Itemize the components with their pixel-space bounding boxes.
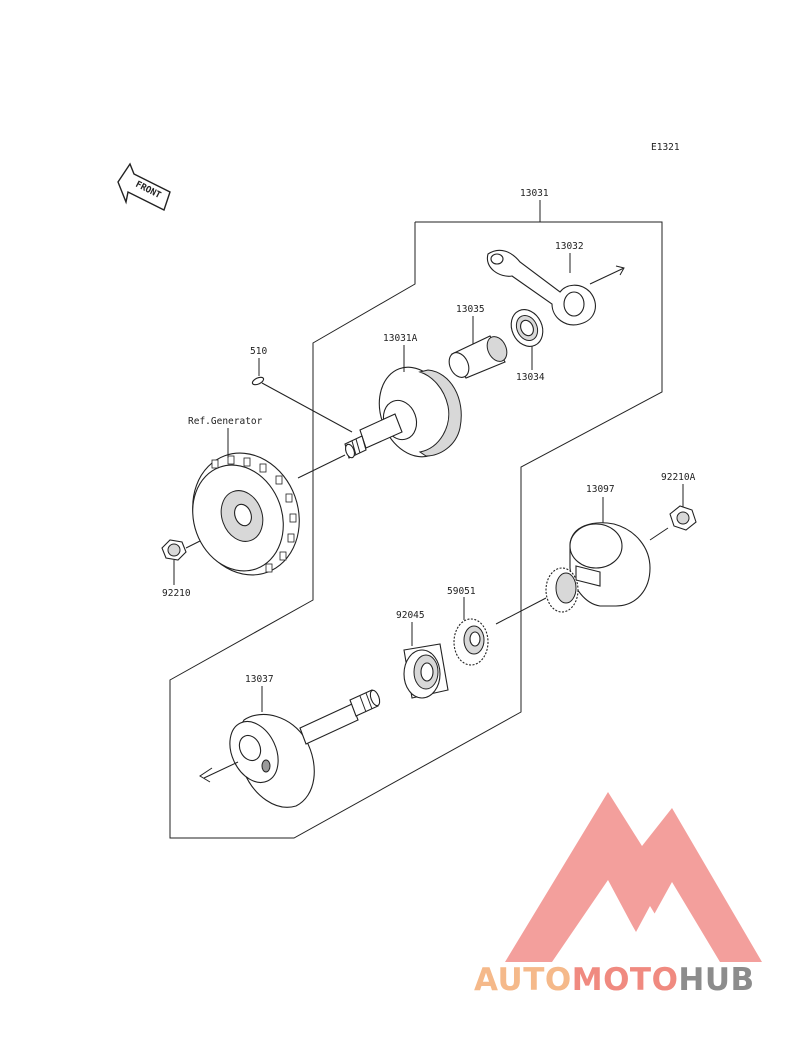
- watermark-part-auto: AUTO: [474, 962, 572, 998]
- watermark-part-hub: HUB: [678, 962, 755, 998]
- gear-59051: [453, 618, 489, 666]
- label-13034: 13034: [516, 372, 545, 383]
- label-92210A: 92210A: [661, 472, 696, 483]
- label-13097: 13097: [586, 484, 615, 495]
- label-13031: 13031: [520, 188, 549, 199]
- nut-92210A: [669, 505, 697, 531]
- label-ref-generator: Ref.Generator: [188, 416, 263, 427]
- generator-rotor: [192, 452, 346, 576]
- balancer-13097: [569, 522, 669, 607]
- label-92210: 92210: [162, 588, 191, 599]
- diagram-code: E1321: [651, 142, 680, 153]
- label-59051: 59051: [447, 586, 476, 597]
- needle-bearing-13034: [510, 309, 544, 347]
- crankshaft-13031A: [344, 366, 462, 459]
- crankshaft-13037: [199, 689, 381, 808]
- label-92045: 92045: [396, 610, 425, 621]
- front-arrow-icon: FRONT: [117, 162, 171, 211]
- key-510: [251, 376, 353, 433]
- watermark-text: AUTOMOTOHUB: [474, 962, 755, 998]
- connecting-rod-13032: [486, 249, 625, 326]
- watermark-logo: [505, 792, 762, 962]
- balancer-gear: [495, 567, 579, 625]
- ball-bearing-92045: [403, 643, 449, 699]
- crank-pin-13035: [448, 335, 508, 379]
- label-510: 510: [250, 346, 267, 357]
- nut-92210: [161, 539, 201, 561]
- label-13032: 13032: [555, 241, 584, 252]
- watermark-part-moto: MOTO: [571, 962, 679, 998]
- assembly-outline-13031: [169, 221, 663, 839]
- label-13031A: 13031A: [383, 333, 418, 344]
- label-13035: 13035: [456, 304, 485, 315]
- label-13037: 13037: [245, 674, 274, 685]
